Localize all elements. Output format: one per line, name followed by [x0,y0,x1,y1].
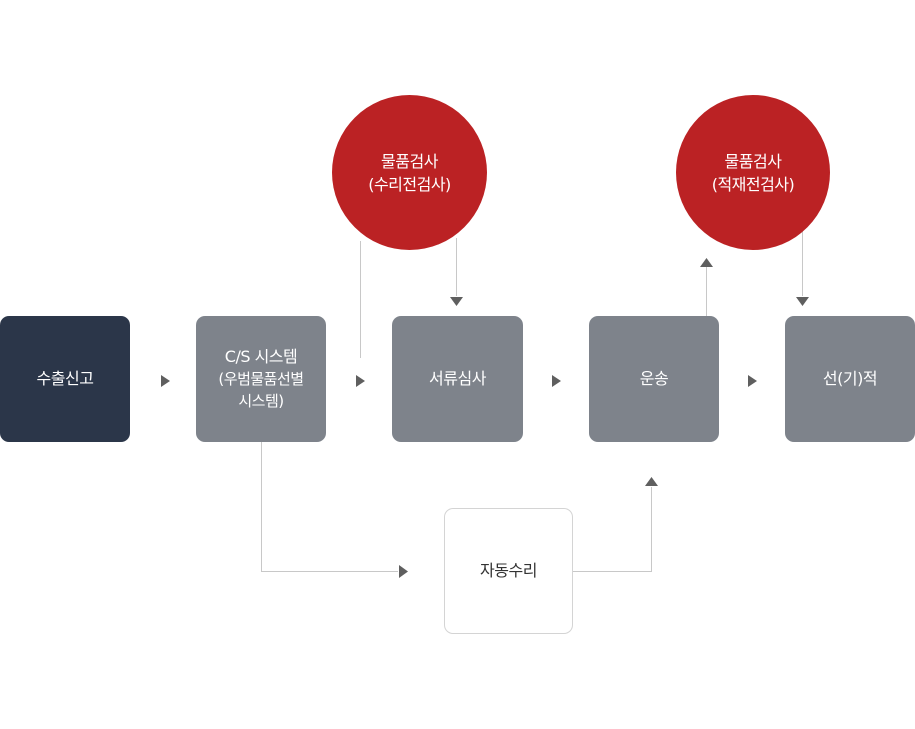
arrow-cs-to-review [356,375,365,387]
inspection-pre-loading-title: 물품검사 [724,151,782,171]
step-cs-system-title: C/S 시스템 [224,347,298,366]
step-auto-acceptance: 자동수리 [444,508,573,634]
inspection-pre-acceptance-title: 물품검사 [381,151,438,171]
step-export-declaration-label: 수출신고 [36,369,94,388]
arrow-transport-to-inspection [700,258,713,267]
step-loading-label: 선(기)적 [822,369,878,388]
arrow-inspection-to-review [450,297,463,306]
arrow-to-auto-acceptance [399,565,408,578]
inspection-pre-loading: 물품검사 (적재전검사) [676,95,830,250]
connector-auto-to-transport [573,487,652,572]
inspection-pre-loading-type: (적재전검사) [711,174,795,194]
step-document-review-label: 서류심사 [429,369,486,388]
step-cs-system-detail-2: 시스템) [238,392,284,410]
connector-cs-to-auto [261,441,398,572]
step-auto-acceptance-label: 자동수리 [480,561,537,580]
arrow-inspection-to-loading [796,297,809,306]
step-cs-system-detail-1: (우범물품선별 [218,370,304,388]
step-transport: 운송 [589,316,719,442]
inspection-pre-acceptance: 물품검사 (수리전검사) [332,95,487,250]
arrow-transport-to-loading [748,375,757,387]
step-export-declaration: 수출신고 [0,316,130,442]
step-cs-system: C/S 시스템 (우범물품선별 시스템) [196,316,326,442]
arrow-auto-to-transport [645,477,658,486]
arrow-declaration-to-cs [161,375,170,387]
inspection-pre-acceptance-type: (수리전검사) [368,174,451,194]
step-document-review: 서류심사 [392,316,523,442]
step-transport-label: 운송 [639,369,669,388]
arrow-review-to-transport [552,375,561,387]
step-loading: 선(기)적 [785,316,915,442]
